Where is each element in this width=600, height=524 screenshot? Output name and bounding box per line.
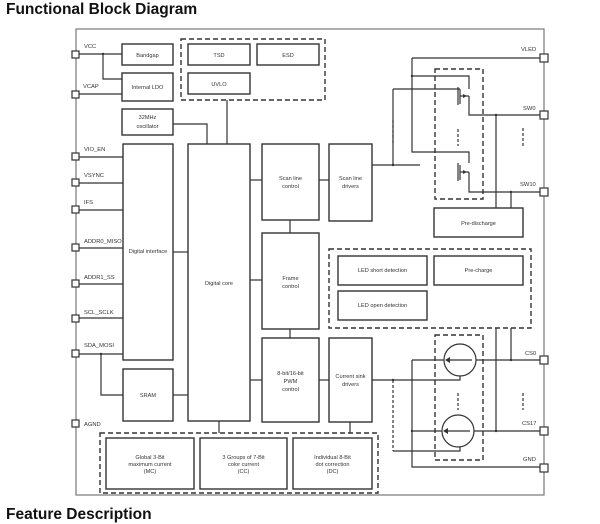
pin-scl-sclk: SCL_SCLK: [71, 310, 114, 323]
pin-agnd: AGND: [71, 419, 101, 428]
svg-text:dot correction: dot correction: [316, 462, 350, 468]
block-sram: SRAM: [122, 368, 174, 422]
block-current-sink-drivers: Current sink drivers: [328, 337, 373, 423]
svg-text:3 Groups of 7-Bit: 3 Groups of 7-Bit: [222, 455, 265, 461]
block-bandgap: Bandgap: [121, 43, 174, 66]
svg-text:Scan line: Scan line: [279, 176, 302, 182]
svg-text:Pre-discharge: Pre-discharge: [461, 221, 496, 227]
svg-text:Frame: Frame: [282, 276, 298, 282]
svg-text:control: control: [282, 284, 299, 290]
svg-text:Current sink: Current sink: [335, 374, 365, 380]
block-pwm-control: 8-bit/16-bit PWM control: [261, 337, 320, 423]
pin-sda-mosi: SDA_MOSI: [71, 343, 114, 358]
svg-text:color current: color current: [228, 462, 260, 468]
current-settings-group: [99, 432, 379, 494]
protection-group: [180, 38, 326, 101]
pin-addr1-ss: ADDR1_SS: [71, 275, 115, 288]
svg-text:VIO_EN: VIO_EN: [84, 147, 105, 153]
block-pre-discharge: Pre-discharge: [433, 207, 524, 238]
svg-text:SCL_SCLK: SCL_SCLK: [84, 310, 114, 316]
svg-text:(DC): (DC): [327, 469, 339, 475]
svg-text:(MC): (MC): [144, 469, 157, 475]
svg-text:SRAM: SRAM: [140, 393, 157, 399]
svg-text:Bandgap: Bandgap: [136, 53, 158, 59]
pin-vsync: VSYNC: [71, 173, 104, 187]
svg-text:ADDR0_MISO: ADDR0_MISO: [84, 239, 122, 245]
block-scan-line-control: Scan line control: [261, 143, 320, 221]
osc-to-core-wire: [173, 123, 208, 144]
svg-text:32MHz: 32MHz: [139, 115, 157, 121]
input-wiring: [79, 156, 123, 396]
current-sink-circuit: [372, 328, 540, 468]
svg-text:PWM: PWM: [284, 379, 298, 385]
svg-text:UVLO: UVLO: [211, 82, 227, 88]
block-led-short-detection: LED short detection: [337, 255, 428, 286]
svg-text:Scan line: Scan line: [339, 176, 362, 182]
svg-text:Digital core: Digital core: [205, 281, 233, 287]
block-tsd: TSD: [187, 43, 251, 66]
svg-text:AGND: AGND: [84, 422, 101, 428]
block-oscillator: 32MHz oscillator: [121, 108, 174, 136]
block-led-open-detection: LED open detection: [337, 290, 428, 321]
section-heading-partial: Feature Description: [6, 506, 152, 523]
block-uvlo: UVLO: [187, 72, 251, 95]
svg-text:control: control: [282, 184, 299, 190]
scan-switch-circuit: [372, 57, 540, 208]
svg-text:SDA_MOSI: SDA_MOSI: [84, 343, 114, 349]
sink-group: [434, 334, 484, 461]
svg-text:(CC): (CC): [238, 469, 250, 475]
block-digital-core: Digital core: [187, 143, 251, 422]
block-color-cc: 3 Groups of 7-Bit color current (CC): [199, 437, 288, 490]
svg-text:GND: GND: [523, 457, 536, 463]
svg-text:Global 3-Bit: Global 3-Bit: [135, 455, 165, 461]
svg-text:oscillator: oscillator: [136, 124, 158, 130]
block-frame-control: Frame control: [261, 232, 320, 330]
block-pre-charge: Pre-charge: [433, 255, 524, 286]
svg-text:VCAP: VCAP: [83, 84, 99, 90]
block-diagram: VCC VCAP VIO_EN VSYNC IFS ADDR0_MISO ADD…: [71, 28, 549, 496]
pin-vio-en: VIO_EN: [71, 147, 105, 161]
chip-boundary: [75, 28, 545, 496]
svg-text:TSD: TSD: [213, 53, 224, 59]
pin-ifs: IFS: [71, 200, 93, 214]
svg-text:LED short detection: LED short detection: [358, 268, 407, 274]
svg-text:VLED: VLED: [521, 47, 536, 53]
block-digital-interface: Digital interface: [122, 143, 174, 361]
block-esd: ESD: [256, 43, 320, 66]
svg-text:control: control: [282, 387, 299, 393]
svg-text:IFS: IFS: [84, 200, 93, 206]
led-detection-group: [328, 248, 532, 329]
svg-text:SW10: SW10: [520, 182, 536, 188]
switch-group: [434, 68, 484, 200]
pin-gnd: GND: [523, 457, 549, 473]
block-dot-dc: Individual 8-Bit dot correction (DC): [292, 437, 373, 490]
svg-text:drivers: drivers: [342, 382, 359, 388]
svg-text:drivers: drivers: [342, 184, 359, 190]
block-scan-line-drivers: Scan line drivers: [328, 143, 373, 222]
svg-text:CS17: CS17: [522, 421, 537, 427]
svg-text:8-bit/16-bit: 8-bit/16-bit: [277, 371, 304, 377]
svg-text:maximum current: maximum current: [128, 462, 172, 468]
diagram-title: Functional Block Diagram: [6, 1, 198, 18]
svg-text:ADDR1_SS: ADDR1_SS: [84, 275, 115, 281]
svg-text:Pre-charge: Pre-charge: [465, 268, 493, 274]
svg-text:Internal LDO: Internal LDO: [132, 85, 164, 91]
svg-text:VCC: VCC: [84, 44, 96, 50]
svg-text:Individual 8-Bit: Individual 8-Bit: [314, 455, 351, 461]
svg-text:Digital interface: Digital interface: [129, 249, 168, 255]
block-global-mc: Global 3-Bit maximum current (MC): [105, 437, 195, 490]
svg-text:CS0: CS0: [525, 351, 536, 357]
svg-text:VSYNC: VSYNC: [84, 173, 104, 179]
power-wiring: [79, 52, 122, 95]
svg-text:SW0: SW0: [523, 106, 536, 112]
svg-text:ESD: ESD: [282, 53, 294, 59]
block-internal-ldo: Internal LDO: [121, 72, 174, 102]
pin-addr0-miso: ADDR0_MISO: [71, 239, 122, 252]
svg-text:LED open detection: LED open detection: [358, 303, 407, 309]
